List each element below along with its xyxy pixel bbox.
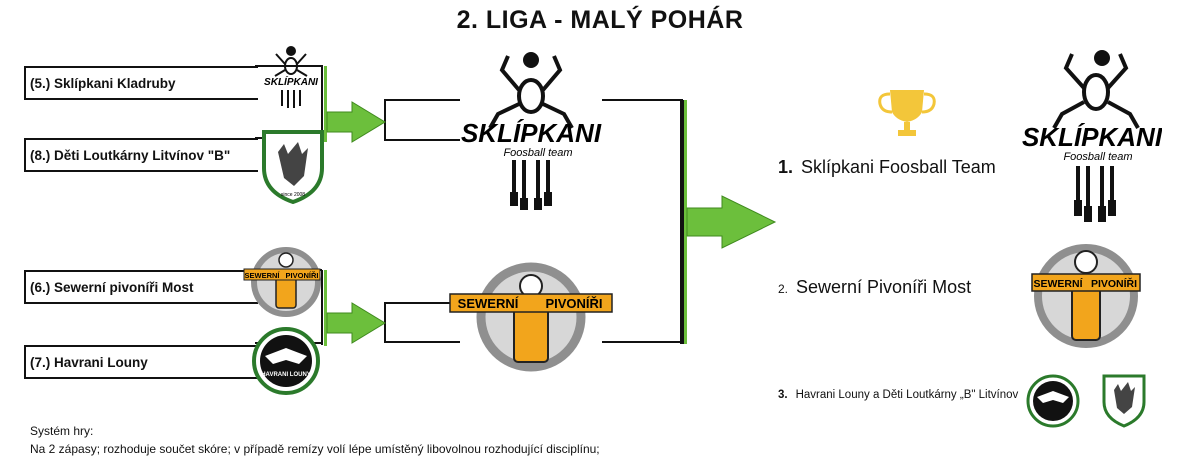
team-label: (6.) Sewerní pivoníři Most xyxy=(30,279,194,295)
sewerni-pivoniri-logo-small: SEWERNÍ PIVONÍŘI xyxy=(243,247,321,317)
deti-loutkarny-logo-small: since 2008 xyxy=(262,130,324,204)
team-box-sklipkani-kladruby: (5.) Sklípkani Kladruby xyxy=(24,66,258,100)
svg-text:PIVONÍŘI: PIVONÍŘI xyxy=(1091,277,1137,290)
svg-text:SEWERNÍ: SEWERNÍ xyxy=(458,296,519,311)
sewerni-pivoniri-logo-second: SEWERNÍ PIVONÍŘI xyxy=(1031,244,1141,348)
advance-arrow-bottom xyxy=(326,302,386,344)
svg-text:since 2008: since 2008 xyxy=(281,192,305,198)
sewerni-pivoniri-logo-round2: SEWERNÍ PIVONÍŘI xyxy=(449,262,613,372)
svg-text:SEWERNÍ: SEWERNÍ xyxy=(1033,277,1083,290)
svg-text:Foosball team: Foosball team xyxy=(1063,151,1132,163)
page-title: 2. LIGA - MALÝ POHÁR xyxy=(456,6,744,34)
result-second-name: Sewerní Pivoníři Most xyxy=(796,277,972,297)
footer-text: Na 2 zápasy; rozhoduje součet skóre; v p… xyxy=(30,442,600,456)
sklipkani-logo-small: SKLÍPKANI xyxy=(264,46,318,108)
result-second: 2. Sewerní Pivoníři Most xyxy=(778,277,971,298)
svg-text:SKLÍPKANI: SKLÍPKANI xyxy=(264,75,318,88)
team-box-sewerni-pivoniri: (6.) Sewerní pivoníři Most xyxy=(24,270,258,304)
havrani-louny-logo-small: HAVRANI LOUNY xyxy=(252,327,320,395)
svg-text:HAVRANI LOUNY: HAVRANI LOUNY xyxy=(261,372,311,378)
trophy-icon xyxy=(878,90,936,136)
team-label: (8.) Děti Loutkárny Litvínov "B" xyxy=(30,147,231,163)
sklipkani-logo-round2: SKLÍPKANI Foosball team xyxy=(461,52,602,210)
result-first-name: Sklípkani Foosball Team xyxy=(801,157,996,177)
result-third: 3. Havrani Louny a Děti Loutkárny „B" Li… xyxy=(778,389,1018,401)
result-third-name: Havrani Louny a Děti Loutkárny „B" Litví… xyxy=(795,389,1019,401)
result-second-number: 2. xyxy=(778,282,789,296)
team-label: (7.) Havrani Louny xyxy=(30,354,148,370)
result-first-number: 1. xyxy=(778,157,794,177)
deti-loutkarny-logo-third xyxy=(1102,374,1146,428)
svg-text:PIVONÍŘI: PIVONÍŘI xyxy=(286,271,319,280)
havrani-louny-logo-third xyxy=(1026,374,1080,428)
team-box-havrani-louny: (7.) Havrani Louny xyxy=(24,345,258,379)
svg-text:SEWERNÍ: SEWERNÍ xyxy=(244,271,280,280)
team-box-deti-loutkarny: (8.) Děti Loutkárny Litvínov "B" xyxy=(24,138,258,172)
result-third-number: 3. xyxy=(778,389,788,401)
svg-text:PIVONÍŘI: PIVONÍŘI xyxy=(545,296,602,311)
footer-rules: Systém hry: Na 2 zápasy; rozhoduje souče… xyxy=(30,422,600,458)
svg-text:Foosball team: Foosball team xyxy=(503,147,572,159)
advance-arrow-top xyxy=(326,101,386,143)
team-label: (5.) Sklípkani Kladruby xyxy=(30,75,176,91)
result-first: 1. Sklípkani Foosball Team xyxy=(778,157,996,178)
svg-text:SKLÍPKANI: SKLÍPKANI xyxy=(461,118,602,148)
footer-heading: Systém hry: xyxy=(30,424,94,438)
sklipkani-logo-champion: SKLÍPKANI Foosball team xyxy=(1022,50,1162,222)
advance-arrow-final xyxy=(686,195,777,249)
svg-text:SKLÍPKANI: SKLÍPKANI xyxy=(1022,122,1162,152)
